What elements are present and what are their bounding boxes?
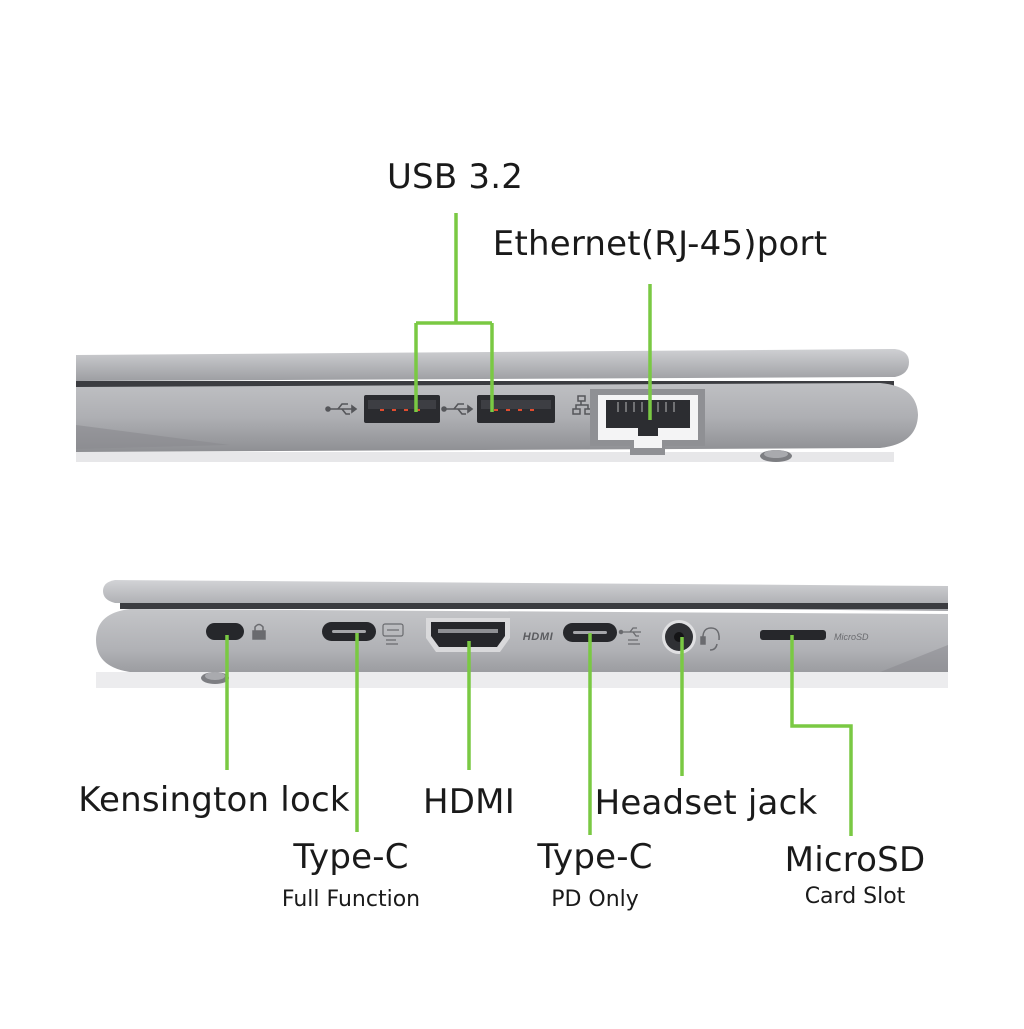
typec-pd-subtitle: PD Only (551, 887, 639, 912)
headset-jack-port (662, 620, 696, 654)
callout-line-microsd (790, 635, 853, 836)
lock-icon (252, 623, 266, 640)
usb-label: USB 3.2 (386, 157, 524, 197)
kensington-label: Kensington lock (78, 780, 350, 820)
usb-icon (325, 403, 358, 415)
microsd-title: MicroSD (784, 840, 926, 880)
usb-c-pd-icon (618, 627, 641, 645)
network-icon (572, 395, 593, 415)
typec-full-subtitle: Full Function (281, 887, 421, 912)
usb-c-pd-port (563, 623, 617, 642)
typec-full-title: Type-C (293, 837, 409, 877)
laptop-left-side (96, 580, 948, 688)
hdmi-logo: HDMI (523, 631, 554, 643)
usb-port-2 (477, 395, 555, 423)
headset-label: Headset jack (594, 783, 818, 823)
microsd-subtitle: Card Slot (804, 884, 906, 909)
kensington-slot (206, 623, 244, 640)
callout-lines (225, 213, 853, 836)
ethernet-label: Ethernet(RJ-45)port (492, 224, 828, 264)
typec-pd-title: Type-C (537, 837, 653, 877)
ethernet-port (590, 389, 705, 455)
hdmi-label: HDMI (423, 782, 515, 822)
callout-line-usb (414, 213, 494, 412)
headset-icon (700, 627, 720, 651)
usb-c-full-port (322, 622, 376, 641)
usb-c-full-icon (382, 623, 404, 645)
hdmi-port (426, 618, 510, 652)
usb-port-1 (364, 395, 440, 423)
usb-icon (441, 403, 474, 415)
microsd-logo: MicroSD (834, 632, 869, 642)
